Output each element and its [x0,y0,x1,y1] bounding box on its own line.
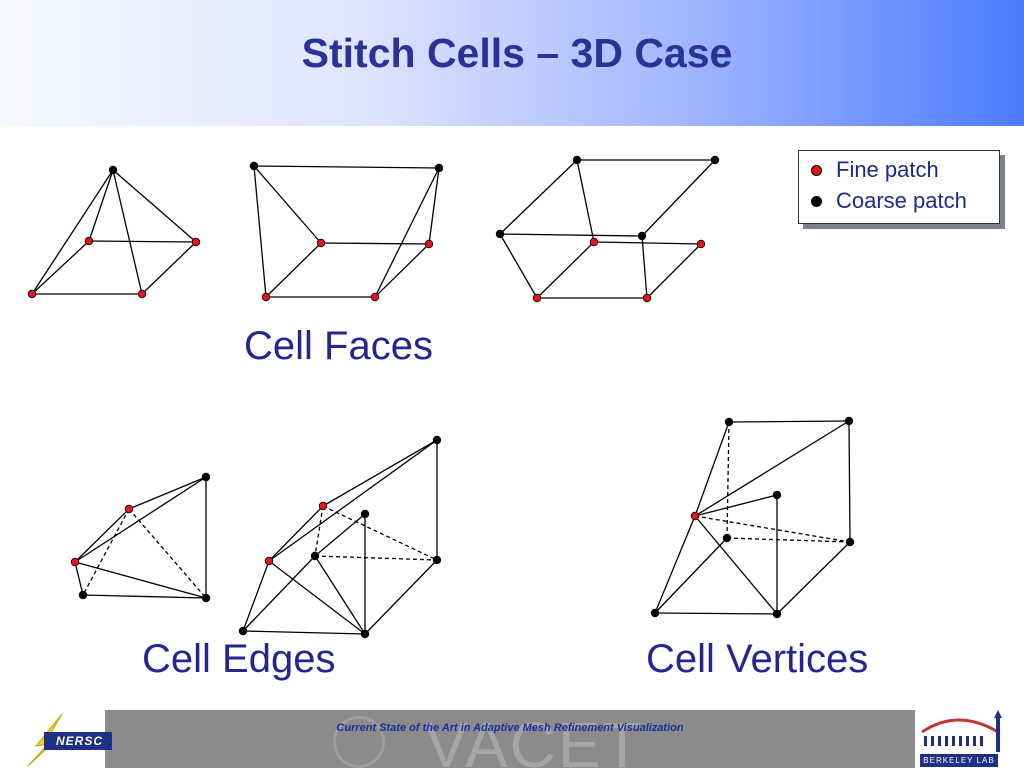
coarse-node [108,165,118,175]
fine-node [27,289,37,299]
coarse-node [710,155,720,165]
fine-node [70,557,80,567]
slide-title: Stitch Cells – 3D Case [301,30,733,76]
fine-node [137,289,147,299]
fine-node [589,237,599,247]
coarse-node [722,533,732,543]
legend-label: Fine patch [836,157,939,182]
vertex-cell [654,420,851,615]
stitch-cells-diagram [27,155,855,639]
fine-node [191,237,201,247]
vacet-watermark: VACET [425,710,644,768]
coarse-node [772,490,782,500]
caption-cell-vertices: Cell Vertices [646,637,869,681]
coarse-node [650,608,660,618]
fine-node [532,293,542,303]
fine-node [316,238,326,248]
legend-item-coarse-patch: Coarse patch [811,187,967,215]
coarse-node [844,416,854,426]
footer-band: VACET Current State of the Art in Adapti… [105,710,915,768]
face-wedge-cell [253,165,440,298]
coarse-node [249,161,259,171]
fine-node [124,504,134,514]
legend-item-fine-patch: Fine patch [811,156,939,184]
coarse-node [432,555,442,565]
footer-text: Current State of the Art in Adaptive Mes… [336,722,684,734]
fine-node [264,556,274,566]
coarse-node [637,231,647,241]
coarse-node [201,593,211,603]
edge-cell-small [74,476,207,599]
face-pyramid-cell [31,169,197,295]
fine-node [318,501,328,511]
coarse-node [78,590,88,600]
coarse-node [495,229,505,239]
berkeley-lab-logo: BERKELEY LAB [918,708,1022,768]
coarse-node [772,609,782,619]
coarse-node [201,472,211,482]
fine-node [642,293,652,303]
nersc-wordmark: NERSC [44,732,112,750]
coarse-node [845,537,855,547]
coarse-node [724,417,734,427]
seal-watermark-icon [333,716,385,768]
berkeley-lab-wordmark: BERKELEY LAB [920,754,998,767]
coarse-node [238,626,248,636]
coarse-node [310,551,320,561]
title-banner: Stitch Cells – 3D Case [0,0,1024,126]
nersc-logo: NERSC [14,710,112,768]
fine-node [690,511,700,521]
coarse-patch-marker [811,195,822,207]
edge-cell-large [242,439,438,635]
fine-node [696,239,706,249]
coarse-node [360,629,370,639]
fine-node [261,292,271,302]
footer: VACET Current State of the Art in Adapti… [0,708,1024,768]
coarse-node [360,509,370,519]
coarse-node [434,163,444,173]
face-hex-cell [499,159,716,299]
fine-node [424,239,434,249]
fine-node [84,236,94,246]
caption-cell-faces: Cell Faces [244,324,433,368]
fine-patch-marker [811,164,822,176]
legend-box: Fine patch Coarse patch [798,150,1000,224]
coarse-node [432,435,442,445]
fine-node [370,292,380,302]
legend-label: Coarse patch [836,188,967,213]
caption-cell-edges: Cell Edges [142,637,336,681]
coarse-node [572,155,582,165]
berkeley-building-icon [921,710,1002,752]
